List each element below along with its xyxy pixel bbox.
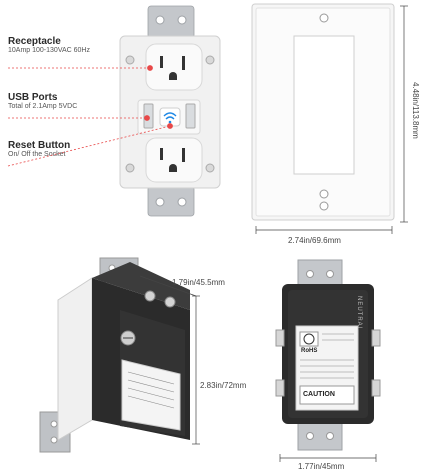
back-label-neutral: NEUTRAL — [356, 296, 362, 332]
dimension-body-width: 1.77in/45mm — [298, 462, 345, 471]
outlet-front — [119, 5, 221, 217]
outlet-side-view — [39, 257, 190, 453]
callout-receptacle-spec: 10Amp 100-130VAC 60Hz — [8, 47, 90, 54]
callout-reset-title: Reset Button — [8, 140, 71, 151]
callout-dot-receptacle — [147, 65, 153, 71]
dimension-plate-height: 4.48in/113.8mm — [411, 82, 420, 139]
callout-dot-reset — [167, 123, 173, 129]
dimension-plate-width: 2.74in/69.6mm — [288, 236, 341, 245]
callout-lines — [7, 65, 173, 167]
dimension-depth: 1.79in/45.5mm — [172, 278, 225, 287]
callout-receptacle-title: Receptacle — [8, 36, 61, 47]
dimension-body-height: 2.83in/72mm — [200, 381, 247, 390]
side-dimension-lines — [139, 275, 200, 445]
callout-usb-spec: Total of 2.1Amp 5VDC — [8, 103, 78, 110]
wall-plate — [251, 3, 395, 221]
outlet-back-view — [275, 259, 381, 451]
callout-usb-title: USB Ports — [8, 92, 58, 103]
callout-receptacle: Receptacle 10Amp 100-130VAC 60Hz — [8, 36, 90, 54]
callout-reset-spec: On/ Off the Socket — [8, 151, 66, 158]
callout-reset: Reset Button On/ Off the Socket — [8, 140, 70, 158]
back-label-rohs: RoHS — [301, 348, 318, 354]
back-dimension-lines — [279, 454, 377, 462]
callout-dot-usb — [144, 115, 150, 121]
back-label-caution: CAUTION — [303, 391, 335, 398]
plate-dimension-lines — [255, 5, 408, 234]
callout-usb: USB Ports Total of 2.1Amp 5VDC — [8, 92, 77, 110]
